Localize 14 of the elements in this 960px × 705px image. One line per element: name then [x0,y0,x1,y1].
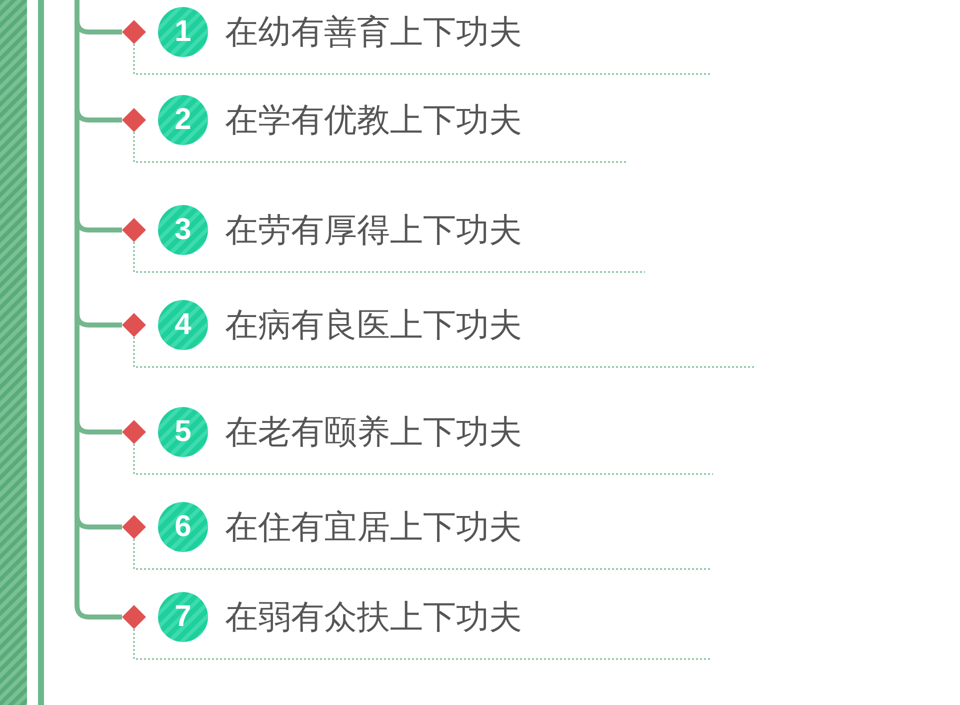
number-badge: 2 [158,95,208,145]
item-text: 在老有颐养上下功夫 [225,411,522,453]
number-badge: 6 [158,502,208,552]
item-text: 在幼有善育上下功夫 [225,11,522,53]
number-badge: 1 [158,7,208,57]
number-badge: 7 [158,592,208,642]
item-text: 在住有宜居上下功夫 [225,506,522,548]
item-text: 在学有优教上下功夫 [225,99,522,141]
item-text: 在劳有厚得上下功夫 [225,209,522,251]
item-text: 在弱有众扶上下功夫 [225,596,522,638]
item-text: 在病有良医上下功夫 [225,304,522,346]
number-badge: 5 [158,407,208,457]
number-badge: 4 [158,300,208,350]
number-badge: 3 [158,205,208,255]
